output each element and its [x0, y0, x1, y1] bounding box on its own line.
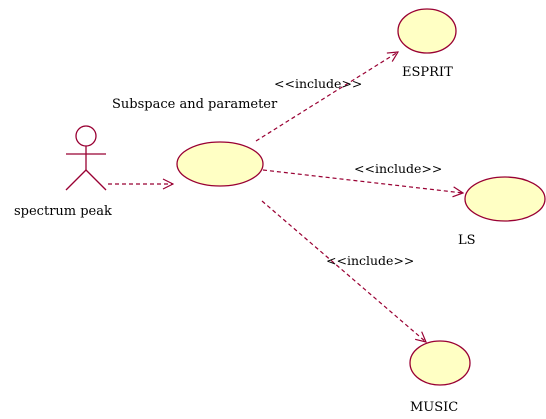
use-case-music-label: MUSIC — [410, 400, 458, 415]
use-case-music[interactable]: MUSIC — [409, 340, 471, 415]
include-label-ls: <<include>> — [354, 161, 442, 176]
include-label-esprit: <<include>> — [274, 76, 362, 91]
actor-spectrum-peak[interactable]: spectrum peak — [14, 125, 112, 219]
use-case-ls-label: LS — [458, 233, 476, 248]
stick-figure-actor-icon — [65, 125, 107, 191]
include-arrow-music — [261, 200, 426, 342]
use-case-esprit[interactable]: ESPRIT — [397, 8, 457, 80]
use-case-esprit-label: ESPRIT — [402, 65, 453, 80]
include-arrow-ls — [262, 169, 463, 193]
use-case-main[interactable]: Subspace and parameter — [112, 97, 278, 187]
include-label-music: <<include>> — [326, 253, 414, 268]
use-case-ls[interactable]: LS — [458, 176, 546, 248]
include-arrow-esprit — [255, 52, 398, 142]
actor-label: spectrum peak — [14, 204, 112, 219]
use-case-main-label: Subspace and parameter — [112, 97, 278, 112]
